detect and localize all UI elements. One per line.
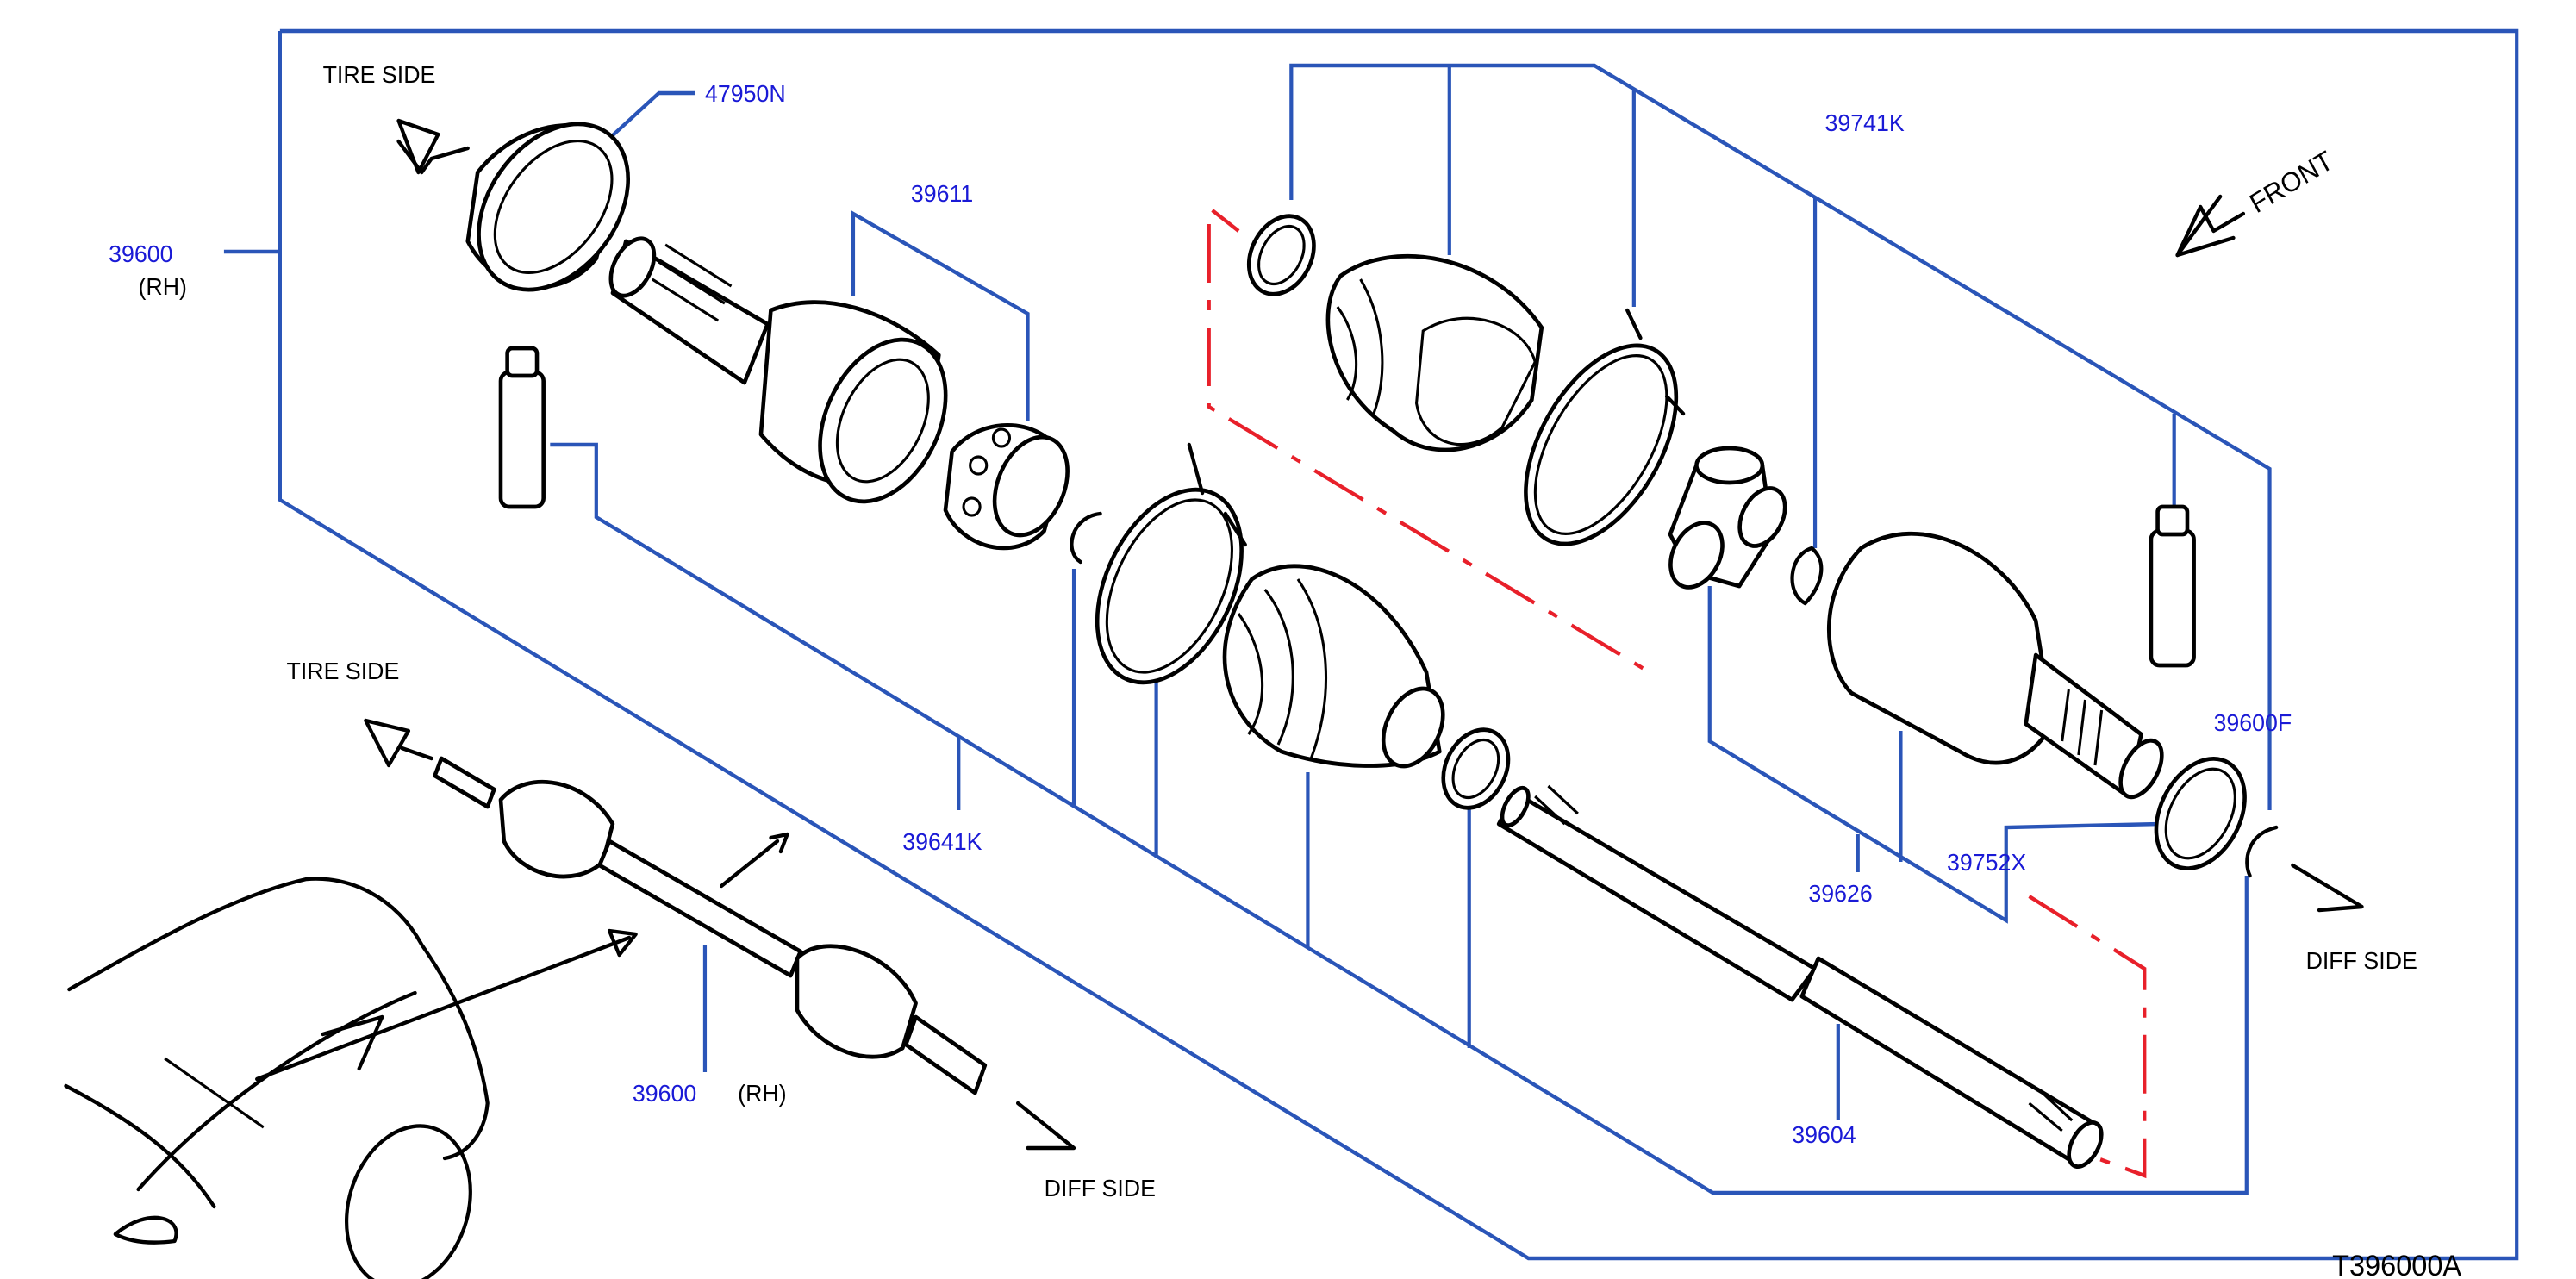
snap-ring-inner [1790,546,1824,606]
diff-side-label-right: DIFF SIDE [2306,946,2417,974]
boot-band-large-right [1524,308,1686,546]
boot-band-large-left [1095,442,1247,685]
dust-shield [465,122,631,292]
inner-housing [1826,532,2164,800]
outer-boot [1222,564,1445,769]
leader-lines [550,63,2272,1195]
inner-race-bearing [943,423,1070,551]
grease-tube-right [2149,504,2196,668]
phantom-lines [1207,209,2147,1179]
part-39600-lower-rh: (RH) [738,1079,786,1107]
boot-band-small-mid [1441,727,1511,810]
diagram-id: T396000A [2332,1250,2462,1279]
inner-boot [1325,253,1544,452]
part-47950N: 47950N [705,79,786,107]
part-39626: 39626 [1808,879,1872,907]
grease-tube-left [498,346,546,509]
tire-side-label-mid: TIRE SIDE [287,657,400,684]
part-39752X: 39752X [1947,848,2026,876]
boot-band-small-top [1246,214,1316,296]
vehicle-silhouette [64,877,490,1279]
tire-side-label-top: TIRE SIDE [323,60,436,88]
part-39611: 39611 [911,179,973,207]
diff-side-label-bottom: DIFF SIDE [1045,1174,1156,1201]
oil-seal [2154,757,2247,870]
tripod-joint [1668,446,1787,590]
part-39600-main: 39600 [109,240,172,267]
part-number-labels: 47950N 39611 39741K 39600 (RH) 39641K 39… [109,79,2292,1148]
main-shaft [1496,784,2104,1169]
assembled-driveshaft [433,756,988,1095]
snap-ring-diff [2245,825,2279,878]
part-39600F: 39600F [2214,708,2292,736]
front-label: FRONT [2245,145,2338,219]
outer-cv-joint [608,236,948,504]
part-39600-main-rh: (RH) [139,272,187,300]
snap-ring-outer [1070,511,1102,565]
part-39604: 39604 [1792,1120,1856,1148]
part-39741K: 39741K [1825,109,1905,136]
assembly-boundary [223,28,2519,1261]
arrows [255,118,2364,1151]
part-39600-lower: 39600 [633,1079,696,1107]
part-39641K: 39641K [902,827,982,855]
